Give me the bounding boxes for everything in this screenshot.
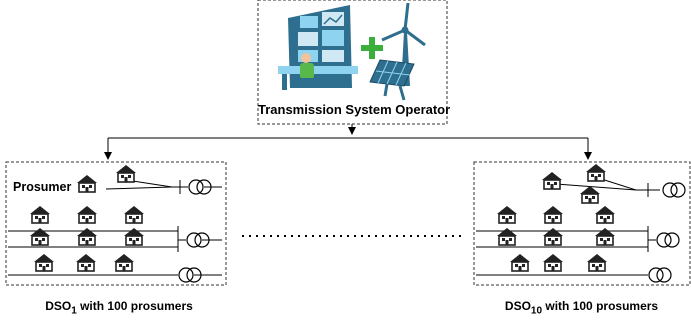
tso-label: Transmission System Operator (258, 102, 451, 117)
solar-panel-icon (369, 59, 415, 101)
operator-console-illustration (278, 5, 358, 90)
dso1-label: DSO1 with 100 prosumers (45, 299, 193, 317)
dso10-network (476, 175, 660, 276)
connector-lines (104, 124, 592, 160)
plus-icon (361, 37, 383, 59)
dso1-box (5, 161, 227, 286)
dso10-box (473, 161, 691, 286)
prosumer-label: Prosumer (13, 180, 72, 194)
dso10-label: DSO10 with 100 prosumers (504, 299, 659, 317)
dso10-transformers (648, 182, 686, 283)
dso10-houses (496, 163, 616, 272)
dso1-transformers (178, 179, 212, 283)
